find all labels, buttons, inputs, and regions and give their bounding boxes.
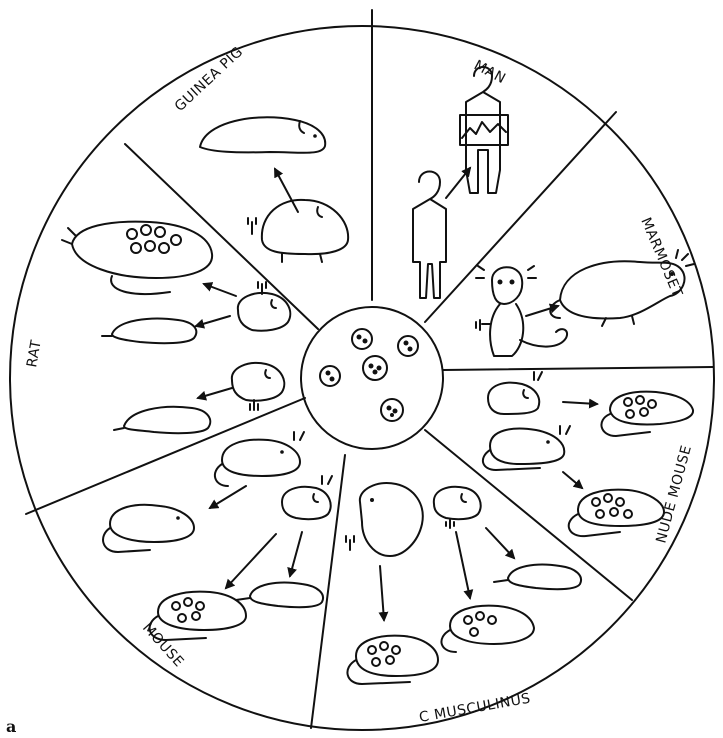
rodent-icon: [441, 606, 534, 652]
rodent-icon: [200, 117, 325, 152]
rodent-icon: [215, 432, 304, 486]
human-figure-icon: [413, 172, 446, 299]
rodent-icon: [601, 392, 693, 436]
sector-man: MAN: [413, 57, 508, 298]
rodent-icon: [488, 372, 542, 414]
arrow-icon: [210, 486, 246, 508]
arrow-icon: [196, 316, 230, 326]
label-nude-mouse: NUDE MOUSE: [653, 443, 695, 545]
rodent-icon: [62, 222, 212, 294]
sector-nude-mouse: NUDE MOUSE: [483, 372, 695, 545]
rodent-icon: [236, 583, 323, 608]
rodent-icon: [150, 592, 246, 640]
rodent-icon: [248, 200, 348, 262]
label-guinea-pig: GUINEA PIG: [172, 44, 247, 115]
rodent-icon: [238, 282, 290, 331]
sector-dividers: [26, 10, 713, 728]
rodent-icon: [569, 490, 664, 537]
marmoset-icon: [476, 266, 567, 356]
rodent-icon: [434, 487, 481, 528]
arrow-icon: [563, 402, 597, 404]
arrow-icon: [526, 306, 558, 316]
arrow-icon: [226, 534, 276, 588]
label-marmoset: MARMOSET: [637, 215, 685, 299]
arrow-icon: [204, 284, 236, 296]
sector-marmoset: MARMOSET: [476, 215, 694, 356]
rodent-icon: [282, 476, 332, 519]
sector-c-musculinus: C MUSCULINUS: [346, 483, 581, 726]
arrow-icon: [456, 532, 470, 598]
outer-circle: [10, 26, 714, 730]
rodent-icon: [483, 426, 570, 470]
label-c-musculinus: C MUSCULINUS: [418, 691, 532, 726]
figure-letter: a: [6, 717, 16, 736]
arrow-icon: [290, 532, 302, 576]
arrow-icon: [380, 566, 384, 620]
label-rat: RAT: [24, 339, 45, 369]
sector-guinea-pig: GUINEA PIG: [172, 44, 348, 262]
rodent-icon: [232, 363, 284, 410]
rodent-icon: [103, 505, 194, 552]
arrow-icon: [486, 528, 514, 558]
arrow-icon: [446, 168, 470, 198]
rodent-icon: [102, 319, 196, 344]
parasite-cells-icon: [301, 307, 443, 449]
rodent-icon: [347, 636, 438, 684]
arrow-icon: [563, 472, 582, 488]
rodent-icon: [346, 483, 423, 556]
arrow-icon: [198, 388, 232, 398]
rodent-icon: [114, 407, 210, 433]
sector-rat: RAT: [24, 222, 290, 434]
rodent-icon: [494, 565, 581, 590]
